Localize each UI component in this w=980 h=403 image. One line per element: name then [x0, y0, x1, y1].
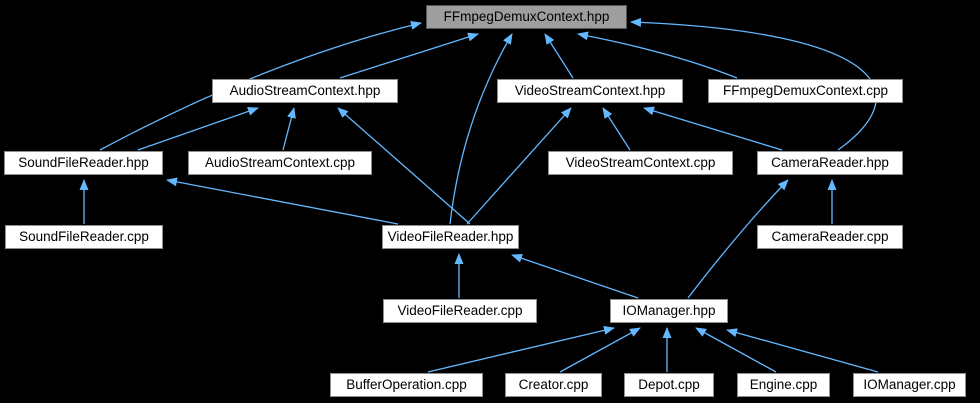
node-ffmpegdemuxcontext-hpp: FFmpegDemuxContext.hpp — [426, 5, 627, 29]
edge-audiostreamcontext-cpp-to-audiostreamcontext-hpp — [282, 107, 296, 151]
node-audiostreamcontext-hpp[interactable]: AudioStreamContext.hpp — [212, 79, 398, 103]
edge-iomanager-hpp-to-camerareader-hpp — [687, 179, 789, 299]
edge-camerareader-hpp-to-ffmpegdemuxcontext-hpp — [630, 17, 877, 151]
node-videostreamcontext-hpp[interactable]: VideoStreamContext.hpp — [497, 79, 683, 103]
node-engine-cpp[interactable]: Engine.cpp — [737, 373, 830, 397]
node-depot-cpp[interactable]: Depot.cpp — [624, 373, 714, 397]
node-videofilereader-hpp[interactable]: VideoFileReader.hpp — [382, 225, 519, 249]
node-audiostreamcontext-cpp[interactable]: AudioStreamContext.cpp — [188, 151, 372, 175]
node-videofilereader-cpp[interactable]: VideoFileReader.cpp — [383, 299, 537, 323]
node-iomanager-hpp[interactable]: IOManager.hpp — [610, 299, 728, 323]
edge-iomanager-cpp-to-iomanager-hpp — [726, 328, 879, 373]
node-creator-cpp[interactable]: Creator.cpp — [505, 373, 602, 397]
edge-videofilereader-hpp-to-videostreamcontext-hpp — [466, 107, 572, 225]
node-camerareader-hpp[interactable]: CameraReader.hpp — [757, 151, 903, 175]
edge-soundfilereader-hpp-to-audiostreamcontext-hpp — [137, 107, 259, 151]
edge-videostreamcontext-cpp-to-videostreamcontext-hpp — [602, 107, 631, 151]
edge-soundfilereader-hpp-to-ffmpegdemuxcontext-hpp — [99, 20, 422, 151]
edge-iomanager-hpp-to-videofilereader-hpp — [511, 253, 639, 299]
edge-videofilereader-hpp-to-audiostreamcontext-hpp — [337, 107, 471, 225]
edge-videostreamcontext-hpp-to-ffmpegdemuxcontext-hpp — [544, 33, 574, 79]
node-bufferoperation-cpp[interactable]: BufferOperation.cpp — [330, 373, 483, 397]
edge-videofilereader-hpp-to-ffmpegdemuxcontext-hpp — [449, 33, 513, 225]
edge-ffmpegdemuxcontext-cpp-to-ffmpegdemuxcontext-hpp — [577, 31, 738, 79]
node-ffmpegdemuxcontext-cpp[interactable]: FFmpegDemuxContext.cpp — [708, 79, 903, 103]
node-soundfilereader-cpp[interactable]: SoundFileReader.cpp — [5, 225, 163, 249]
edge-audiostreamcontext-hpp-to-ffmpegdemuxcontext-hpp — [339, 32, 479, 79]
edge-engine-cpp-to-iomanager-hpp — [695, 327, 777, 373]
edge-camerareader-hpp-to-videostreamcontext-hpp — [643, 106, 783, 151]
node-camerareader-cpp[interactable]: CameraReader.cpp — [757, 225, 903, 249]
node-videostreamcontext-cpp[interactable]: VideoStreamContext.cpp — [548, 151, 733, 175]
edge-videofilereader-hpp-to-soundfilereader-hpp — [166, 177, 399, 225]
node-iomanager-cpp[interactable]: IOManager.cpp — [853, 373, 966, 397]
node-soundfilereader-hpp[interactable]: SoundFileReader.hpp — [4, 151, 163, 175]
edge-bufferoperation-cpp-to-iomanager-hpp — [427, 325, 615, 373]
edge-creator-cpp-to-iomanager-hpp — [559, 327, 641, 373]
